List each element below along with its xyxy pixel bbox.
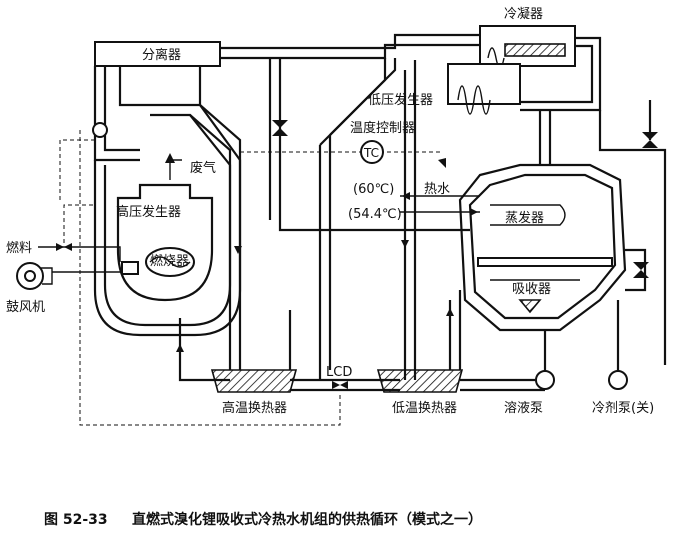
sight-glass-icon <box>92 122 108 138</box>
high-temp-hx-label: 高温换热器 <box>222 400 287 416</box>
evaporator-label: 蒸发器 <box>505 210 544 226</box>
absorber-drain <box>518 299 542 314</box>
tc-gauge-icon <box>360 140 384 164</box>
fuel-label: 燃料 <box>6 240 32 256</box>
solution-pump-icon <box>535 370 555 390</box>
blower-label: 鼓风机 <box>6 300 45 315</box>
refrigerant-pump: 冷剂泵(关) <box>592 300 654 416</box>
low-pressure-generator-box <box>447 63 521 105</box>
low-temp-hx-label: 低温换热器 <box>392 401 457 416</box>
burner-nozzle <box>121 261 139 275</box>
solution-pump-label: 溶液泵 <box>504 401 543 416</box>
valve-icon-right <box>642 132 658 140</box>
lcd-valve: LCD <box>326 365 352 389</box>
absorber-label: 吸收器 <box>512 282 551 297</box>
solution-pump: 溶液泵 <box>504 330 555 416</box>
fuel-line: 燃料 <box>6 204 121 262</box>
condenser: 冷凝器 <box>479 6 602 112</box>
temp-54-label: (54.4℃) <box>348 207 402 222</box>
blower: 鼓风机 <box>6 262 122 315</box>
high-pressure-generator-label: 高压发生器 <box>116 204 181 220</box>
valve-icon-top <box>272 120 288 128</box>
fuel-valve-icon <box>56 243 64 251</box>
high-pressure-generator: 高压发生器 燃烧器 废气 <box>93 104 242 337</box>
caption-number: 图 52-33 <box>44 512 108 528</box>
temperature-controller: 温度控制器 TC <box>350 120 415 164</box>
low-pressure-generator: 低压发生器 <box>368 63 521 115</box>
high-temp-hx-body <box>210 369 298 393</box>
lcd-label: LCD <box>326 365 352 380</box>
hot-water-label: 热水 <box>424 182 450 197</box>
separator-unit: 分离器 <box>92 41 221 162</box>
caption-title: 直燃式溴化锂吸收式冷热水机组的供热循环（模式之一） <box>132 511 482 528</box>
condenser-coil <box>504 43 566 57</box>
exhaust-label: 废气 <box>190 160 216 176</box>
divider-plate <box>477 257 613 267</box>
low-pressure-generator-label: 低压发生器 <box>368 92 433 108</box>
high-temp-heat-exchanger: 高温换热器 <box>210 369 298 416</box>
condenser-label: 冷凝器 <box>504 6 543 22</box>
burner-label: 燃烧器 <box>150 253 189 269</box>
refrigerant-pump-icon <box>608 370 628 390</box>
tc-label: TC <box>363 146 379 160</box>
evaporator-absorber-shell: 蒸发器 吸收器 <box>458 163 627 332</box>
separator-label: 分离器 <box>142 47 181 63</box>
temp-60-label: (60℃) <box>353 182 394 197</box>
flag-valve-icon <box>438 158 446 168</box>
low-temp-hx-body <box>376 369 464 393</box>
temperature-controller-label: 温度控制器 <box>350 120 415 136</box>
low-temp-heat-exchanger: 低温换热器 <box>376 369 464 416</box>
refrigerant-pump-label: 冷剂泵(关) <box>592 401 654 416</box>
separator-box <box>94 41 221 67</box>
hot-water: (60℃) 热水 (54.4℃) <box>348 158 480 222</box>
